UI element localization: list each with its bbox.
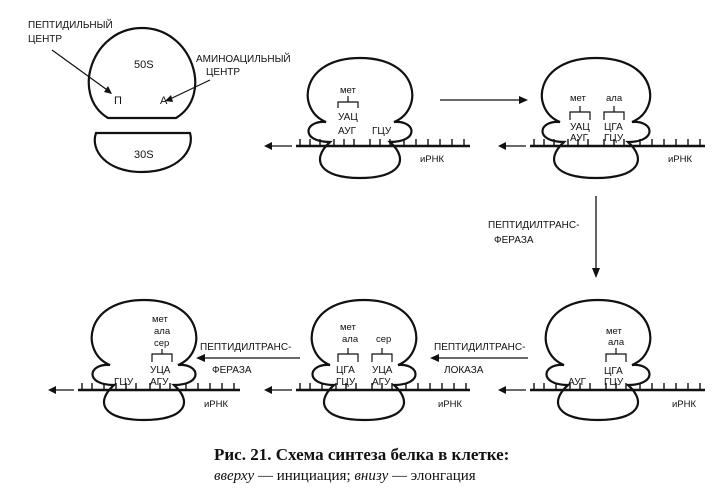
mrna-teeth-1 <box>299 139 465 146</box>
large-subunit-shape <box>87 26 197 120</box>
codon-2a: АУГ <box>570 133 589 144</box>
mrna-teeth-3 <box>533 383 701 390</box>
anticodon-2a: УАЦ <box>570 122 590 133</box>
peptidyl-center-label: ПЕПТИДИЛЬНЫЙ <box>28 18 113 31</box>
aminoacyl-center-label-2: ЦЕНТР <box>206 67 240 78</box>
stage-3-elongation: иРНК мет ала ЦГА АУГ ГЦУ <box>530 298 705 422</box>
stage-1-initiation: иРНК мет УАЦ АУГ ГЦУ <box>296 56 470 180</box>
aa-4c: сер <box>376 334 391 345</box>
anticodon-2b: ЦГА <box>604 122 623 133</box>
mrna-label-3: иРНК <box>672 399 697 410</box>
arrow-transferase-b: ПЕПТИДИЛТРАНС- ФЕРАЗА <box>196 342 300 376</box>
aminoacyl-center-label: АМИНОАЦИЛЬНЫЙ <box>196 52 291 65</box>
mrna-label-4: иРНК <box>438 399 463 410</box>
anticodon-4b: УЦА <box>372 365 393 376</box>
trna-bracket-4a <box>337 348 359 362</box>
small-subunit-label: 30S <box>134 149 154 161</box>
codon-4a: ГЦУ <box>336 377 356 388</box>
caption-bottom-text: — элонгация <box>388 468 476 484</box>
ribosome-1 <box>306 56 414 180</box>
enzyme-transferase-a-2: ФЕРАЗА <box>494 235 534 246</box>
anticodon-3: ЦГА <box>604 366 623 377</box>
arrow-initiation-forward <box>440 96 528 104</box>
mrna-direction-arrow-4 <box>264 386 292 394</box>
aa-3a: мет <box>606 326 622 337</box>
anticodon-1: УАЦ <box>338 112 358 123</box>
trna-bracket-1 <box>337 96 359 108</box>
peptidyl-pointer-head <box>104 86 112 94</box>
stage-2-initiation: иРНК мет ала УАЦ ЦГА АУГ ГЦУ <box>530 56 705 180</box>
caption-bottom-word: внизу <box>354 468 388 484</box>
ribosome-5 <box>90 298 198 422</box>
codon-3b: ГЦУ <box>604 377 624 388</box>
caption-title: Рис. 21. Схема синтеза белка в клетке: <box>214 445 509 464</box>
trna-bracket-3 <box>605 348 627 362</box>
mrna-label-2: иРНК <box>668 154 693 165</box>
enzyme-translocase-2: ЛОКАЗА <box>444 365 484 376</box>
stage-4-elongation: иРНК мет ала сер ЦГА УЦА ГЦУ АГУ <box>296 298 470 422</box>
a-site-label: А <box>160 95 168 107</box>
ribosome-3 <box>544 298 652 422</box>
trna-bracket-2a <box>569 106 591 120</box>
arrow-down-transferase: ПЕПТИДИЛТРАНС- ФЕРАЗА <box>488 196 600 278</box>
aa-5a: мет <box>152 314 168 325</box>
aa-1: мет <box>340 85 356 96</box>
codon-5a: ГЦУ <box>114 377 134 388</box>
trna-bracket-2b <box>603 106 625 120</box>
anticodon-4a: ЦГА <box>336 365 355 376</box>
aminoacyl-pointer <box>167 79 211 101</box>
stage-5-elongation: иРНК мет ала сер УЦА ГЦУ АГУ <box>78 298 240 422</box>
enzyme-transferase-b: ПЕПТИДИЛТРАНС- <box>200 342 291 353</box>
mrna-label-5: иРНК <box>204 399 229 410</box>
enzyme-translocase: ПЕПТИДИЛТРАНС- <box>434 342 525 353</box>
ribosome-4 <box>310 298 418 422</box>
codon-5b: АГУ <box>150 377 169 388</box>
mrna-direction-arrow-2 <box>498 142 526 150</box>
aa-5b: ала <box>154 326 171 337</box>
codon-3a: АУГ <box>568 377 587 388</box>
mrna-label-1: иРНК <box>420 154 445 165</box>
ribosome-subunits: 50S 30S П А ПЕПТИДИЛЬНЫЙ ЦЕНТР АМИНОАЦИЛ… <box>28 18 291 174</box>
mrna-direction-arrow-3 <box>498 386 526 394</box>
p-site-label: П <box>114 95 122 107</box>
enzyme-transferase-b-2: ФЕРАЗА <box>212 365 252 376</box>
aa-2b: ала <box>606 93 623 104</box>
aa-3b: ала <box>608 337 625 348</box>
codon-1a: АУГ <box>338 126 357 137</box>
small-subunit-shape <box>93 131 192 174</box>
mrna-direction-arrow-1 <box>264 142 292 150</box>
aa-4b: ала <box>342 334 359 345</box>
aa-2a: мет <box>570 93 586 104</box>
aa-5c: сер <box>154 338 169 349</box>
enzyme-transferase-a: ПЕПТИДИЛТРАНС- <box>488 220 579 231</box>
caption-subtitle: вверху — инициация; внизу — элонгация <box>214 468 476 484</box>
mrna-teeth-4 <box>299 383 467 390</box>
mrna-teeth-5 <box>81 383 235 390</box>
peptidyl-center-label-2: ЦЕНТР <box>28 34 62 45</box>
anticodon-5: УЦА <box>150 365 171 376</box>
caption-top-word: вверху <box>214 468 255 484</box>
aa-4a: мет <box>340 322 356 333</box>
mrna-teeth-2 <box>533 139 701 146</box>
codon-1b: ГЦУ <box>372 126 392 137</box>
codon-4b: АГУ <box>372 377 391 388</box>
trna-bracket-4b <box>371 348 393 362</box>
peptidyl-pointer <box>51 49 111 93</box>
trna-bracket-5 <box>151 349 173 362</box>
ribosome-2 <box>540 56 652 180</box>
aminoacyl-pointer-head <box>165 95 173 102</box>
codon-2b: ГЦУ <box>604 133 624 144</box>
mrna-direction-arrow-5 <box>48 386 74 394</box>
large-subunit-label: 50S <box>134 59 154 71</box>
caption-top-text: — инициация; <box>254 468 354 484</box>
arrow-translocase: ПЕПТИДИЛТРАНС- ЛОКАЗА <box>430 342 528 376</box>
